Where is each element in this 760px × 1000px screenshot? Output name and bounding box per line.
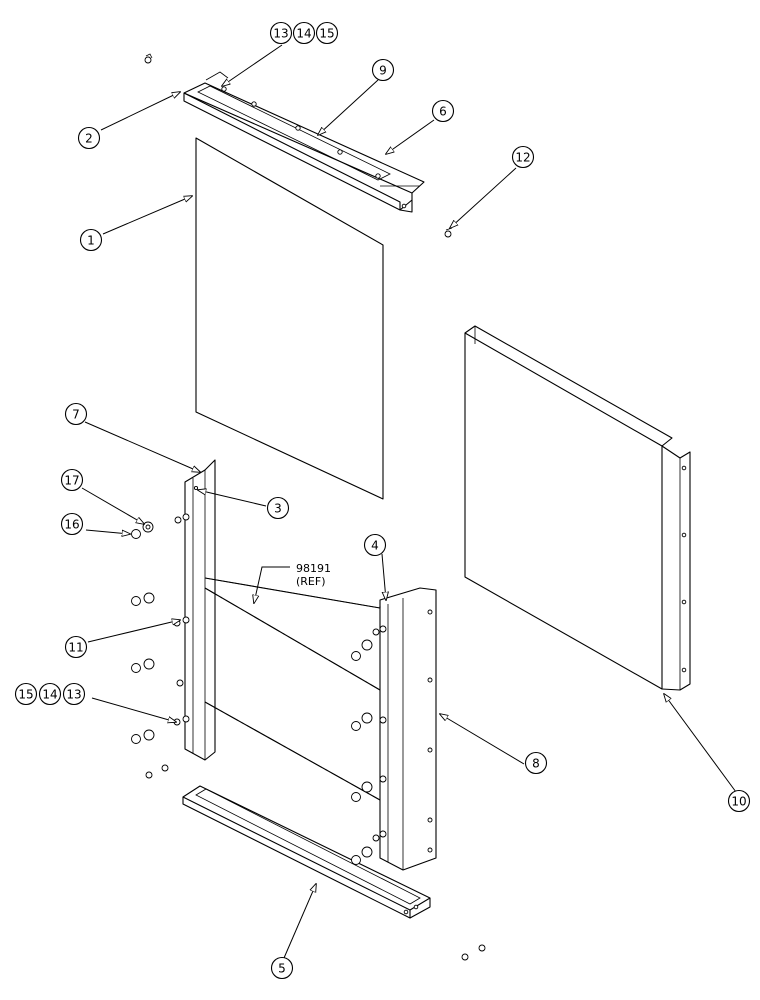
svg-text:14: 14 [296,27,311,41]
hardware-fasteners [131,53,486,961]
svg-text:9: 9 [379,64,387,78]
callout-12: 12 [511,145,535,169]
svg-text:17: 17 [64,474,79,488]
bottom-channel-part-5 [182,785,431,919]
svg-text:2: 2 [85,132,93,146]
reference-note: (REF) [296,575,326,588]
svg-text:16: 16 [64,518,79,532]
callout-13-top: 13 [269,21,293,45]
callout-15-top: 15 [315,21,339,45]
svg-text:8: 8 [532,757,540,771]
svg-text:15: 15 [319,27,334,41]
svg-text:14: 14 [42,688,57,702]
leader-lines [81,44,737,959]
svg-text:13: 13 [66,688,81,702]
reference-part-number: 98191 [296,562,331,575]
callout-16: 16 [60,512,84,536]
callout-14-bottom: 14 [38,682,62,706]
svg-text:4: 4 [371,539,379,553]
svg-text:5: 5 [278,962,286,976]
callout-1: 1 [79,228,103,252]
callout-4: 4 [363,533,387,557]
left-channel-part-7 [184,459,216,761]
svg-text:10: 10 [731,795,746,809]
callout-5: 5 [270,956,294,980]
callout-8: 8 [524,751,548,775]
callout-2: 2 [77,126,101,150]
svg-text:11: 11 [68,641,83,655]
right-channel-part-8 [379,587,437,871]
callout-14-top: 14 [292,21,316,45]
panel-part-1 [195,137,384,500]
callout-13-bottom: 13 [62,682,86,706]
callout-17: 17 [60,468,84,492]
svg-text:3: 3 [274,502,282,516]
shroud-part-10 [464,325,691,691]
svg-text:12: 12 [515,151,530,165]
callout-7: 7 [64,402,88,426]
callout-15-bottom: 15 [14,682,38,706]
svg-text:6: 6 [439,105,447,119]
center-bars [204,577,381,801]
svg-text:13: 13 [273,27,288,41]
callout-10: 10 [727,789,751,813]
callout-6: 6 [431,99,455,123]
svg-text:7: 7 [72,408,80,422]
svg-text:1: 1 [87,234,95,248]
top-bracket [183,71,425,213]
callout-11: 11 [64,635,88,659]
svg-text:15: 15 [18,688,33,702]
callout-3: 3 [266,496,290,520]
callout-9: 9 [371,58,395,82]
